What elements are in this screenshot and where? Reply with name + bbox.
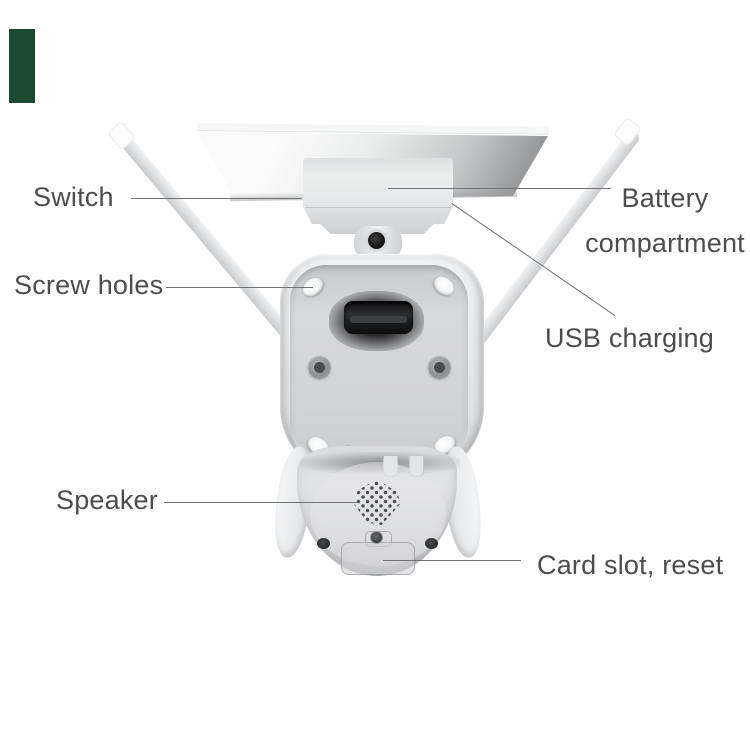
label-battery-line1: Battery xyxy=(621,183,709,213)
cover-screw xyxy=(371,532,382,543)
battery-compartment-seam xyxy=(305,207,451,208)
label-screw-holes: Screw holes xyxy=(14,270,164,300)
screw-boss-right xyxy=(428,356,451,379)
color-swatch-green xyxy=(9,29,35,103)
usb-port-contact xyxy=(350,316,407,323)
leader-line-battery xyxy=(388,188,611,189)
dome-screw-left xyxy=(317,538,330,549)
label-switch: Switch xyxy=(33,182,114,212)
label-battery-line2: compartment xyxy=(585,228,745,258)
leader-line-screw-holes xyxy=(166,287,313,288)
leader-line-speaker xyxy=(164,502,358,503)
screw-boss-left xyxy=(308,356,331,379)
dome-screw-right xyxy=(425,538,438,549)
label-speaker: Speaker xyxy=(56,485,158,515)
leader-line-card-slot xyxy=(383,560,521,561)
leader-line-switch xyxy=(131,198,301,199)
label-usb-charging: USB charging xyxy=(545,323,714,353)
hinge-pivot-screw xyxy=(368,232,385,249)
antenna-right-tip xyxy=(612,116,643,147)
label-card-slot-reset: Card slot, reset xyxy=(537,550,724,580)
label-battery-compartment: Battery compartment xyxy=(575,176,750,266)
battery-compartment-box xyxy=(303,158,453,224)
card-slot-reset-cover xyxy=(341,542,415,575)
